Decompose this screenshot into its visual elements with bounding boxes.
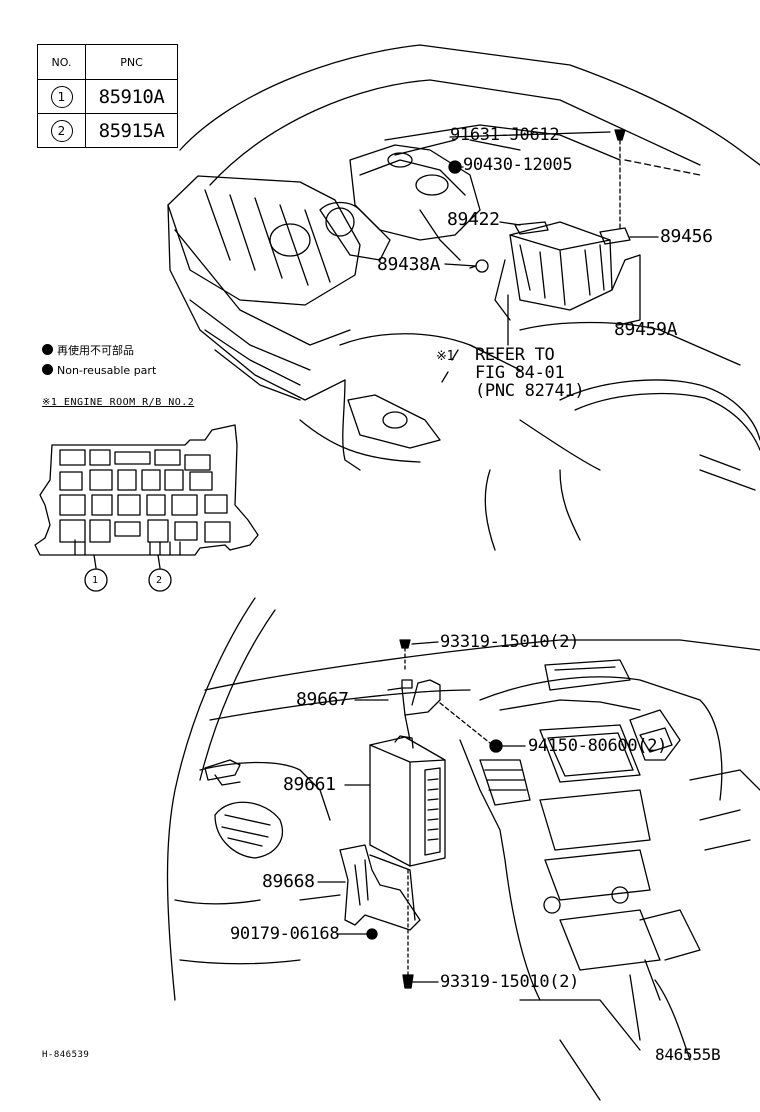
- label-89456: 89456: [660, 226, 713, 247]
- label-89438A: 89438A: [377, 254, 441, 275]
- row-pnc: 85910A: [85, 79, 178, 114]
- row-number: 1: [50, 85, 73, 108]
- refer-line-3: (PNC 82741): [475, 381, 585, 401]
- row-number: 2: [50, 119, 73, 142]
- label-89668: 89668: [262, 871, 315, 892]
- dashboard-drawing: [166, 597, 760, 1101]
- header-no: NO.: [37, 44, 86, 80]
- label-89459A: 89459A: [614, 319, 678, 340]
- engine-room-relay-block-drawing: [34, 424, 259, 592]
- bullet-icon: [42, 364, 53, 375]
- legend-jp-text: 再使用不可部品: [57, 344, 134, 357]
- label-93319-15010-bottom: 93319-15010(2): [440, 972, 580, 992]
- refer-line-2: FIG 84-01: [475, 363, 565, 383]
- note-marker: ※1: [436, 349, 455, 364]
- footer-left-code: H-846539: [42, 1050, 90, 1060]
- relay-callout-1: 1: [92, 575, 99, 586]
- footer-figure-code: 846555B: [655, 1045, 721, 1064]
- label-90179-06168: 90179-06168: [230, 924, 340, 944]
- label-89667: 89667: [296, 689, 349, 710]
- label-93319-15010-top: 93319-15010(2): [440, 632, 580, 652]
- label-90430-12005: 90430-12005: [463, 155, 573, 175]
- refer-line-1: REFER TO: [475, 345, 555, 365]
- bullet-icon: [42, 344, 53, 355]
- row-pnc: 85915A: [85, 113, 178, 148]
- label-89422: 89422: [447, 209, 500, 230]
- label-89661: 89661: [283, 774, 336, 795]
- pnc-table-header: NO. PNC: [37, 44, 178, 80]
- engine-room-note-title: ※1 ENGINE ROOM R/B NO.2: [42, 397, 195, 408]
- pnc-table-row: 2 85915A: [37, 113, 178, 148]
- vehicle-front-drawing: [167, 44, 760, 551]
- label-94150-80600: 94150-80600(2): [528, 736, 668, 756]
- pnc-table: NO. PNC 1 85910A 2 85915A: [37, 44, 178, 148]
- relay-callout-2: 2: [156, 575, 163, 586]
- pnc-table-row: 1 85910A: [37, 79, 178, 114]
- legend-jp: 再使用不可部品: [42, 344, 134, 357]
- header-pnc: PNC: [85, 44, 178, 80]
- legend-en: Non-reusable part: [42, 364, 156, 377]
- label-91631-J0612: 91631-J0612: [450, 125, 560, 145]
- legend-en-text: Non-reusable part: [57, 364, 157, 377]
